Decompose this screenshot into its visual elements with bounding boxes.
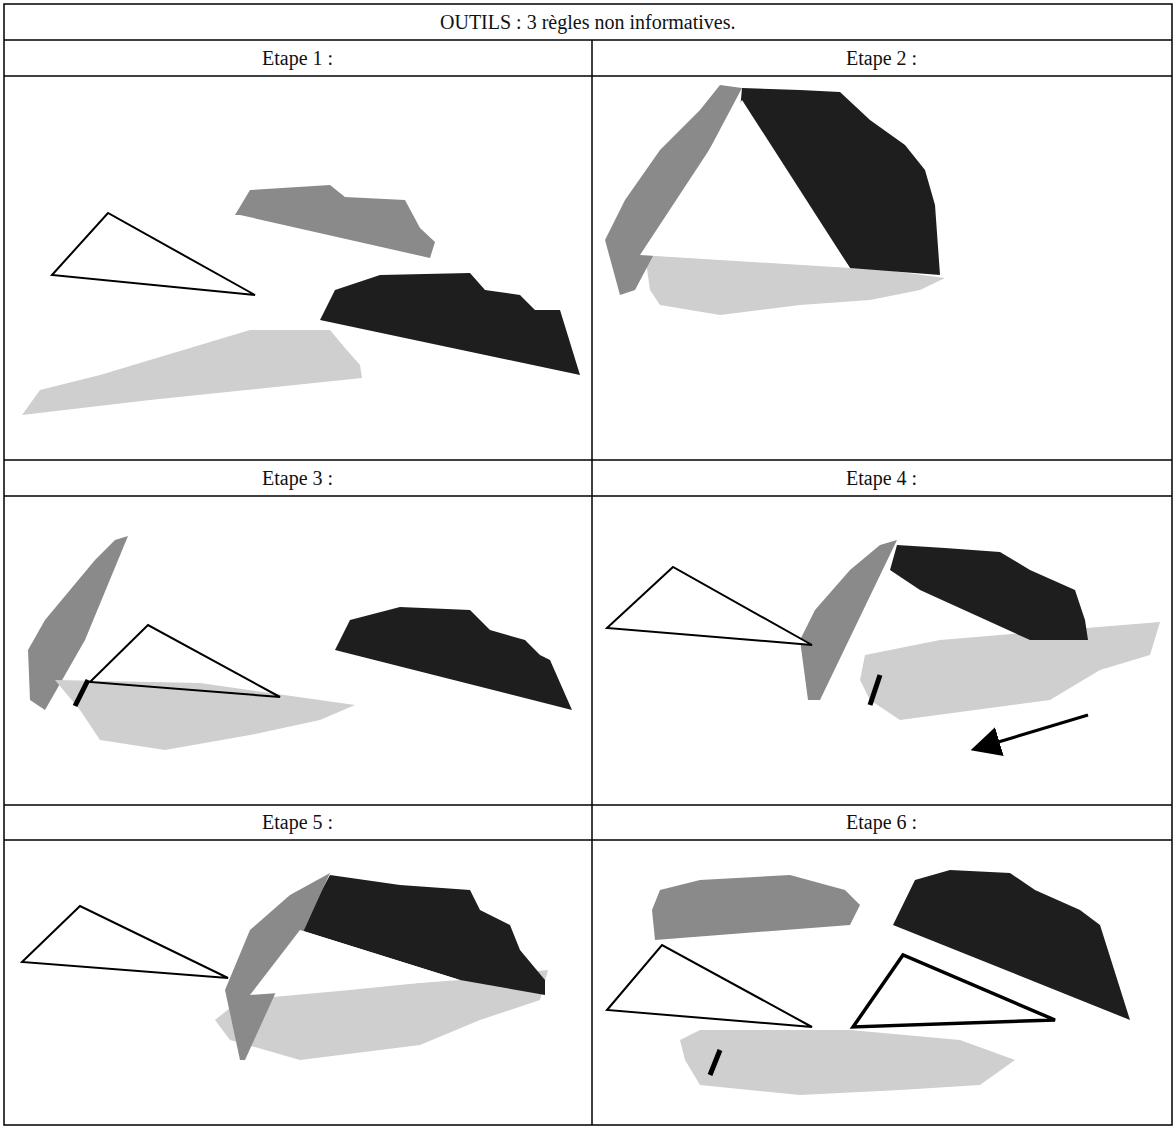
step-label: Etape 4 : [846,466,917,490]
step-label: Etape 3 : [262,466,333,490]
step4-figure [607,540,1160,746]
step1-figure [22,185,580,415]
step-label: Etape 6 : [846,810,917,834]
step5-figure [22,873,548,1060]
step-label: Etape 1 : [262,46,333,70]
step2-figure [605,85,945,315]
step6-figure [607,870,1130,1095]
table-grid [4,4,1172,1125]
step-label: Etape 5 : [262,810,333,834]
step3-figure [28,536,572,750]
step-label: Etape 2 : [846,46,917,70]
table-header: OUTILS : 3 règles non informatives. [440,10,736,34]
